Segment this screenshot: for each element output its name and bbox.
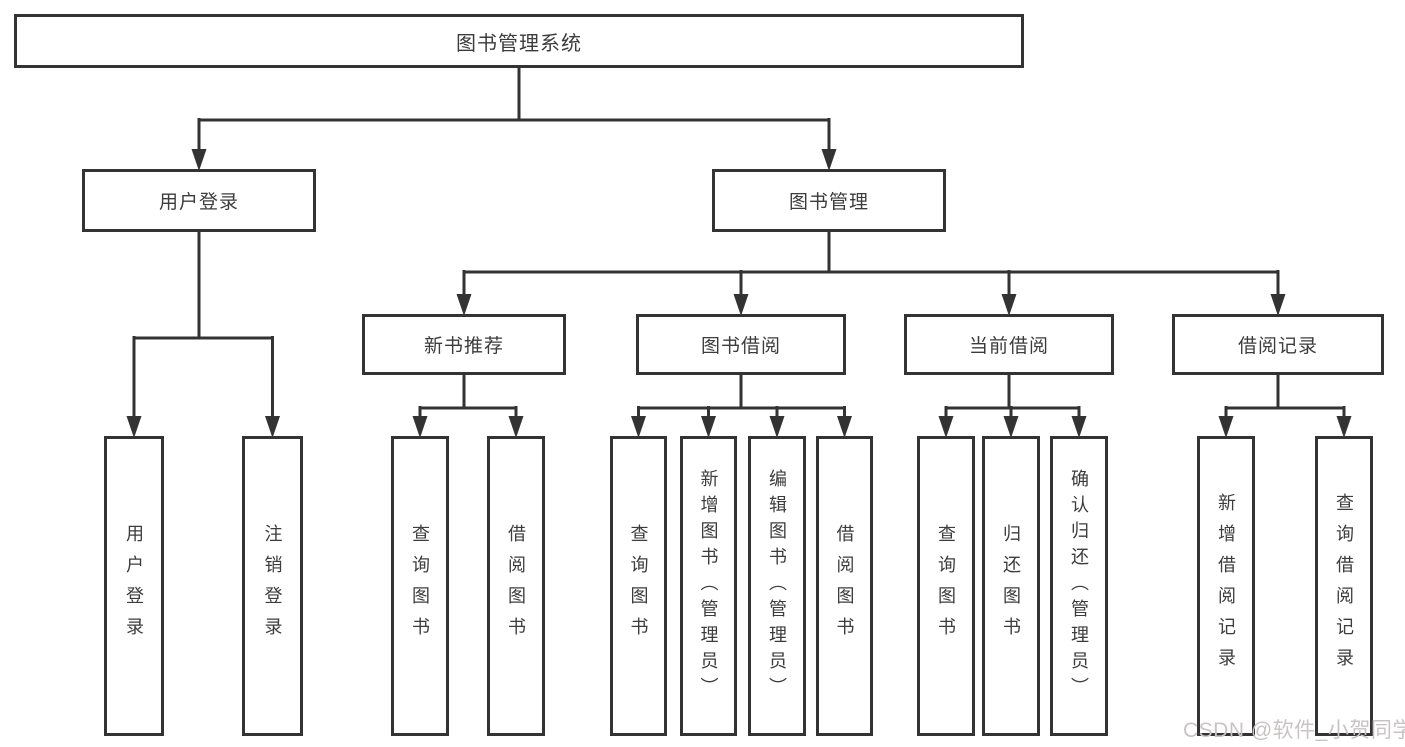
leaf-edit-books-admin: 编辑图书（管理员） (748, 436, 806, 736)
arrowheads-user-login-children (126, 416, 280, 438)
leaf-logout: 注销登录 (242, 436, 303, 736)
node-label: 图书管理 (788, 192, 869, 213)
node-label: 图书管理系统 (456, 32, 582, 55)
arrowheads-borrow-records-children (1218, 416, 1352, 438)
node-label: 查询图书 (628, 524, 649, 648)
node-label: 编辑图书（管理员） (767, 469, 787, 703)
arrowheads-current-borrow-children (938, 416, 1087, 438)
node-label: 用户登录 (158, 192, 239, 213)
node-label: 新增借阅记录 (1216, 493, 1236, 679)
leaf-query-books: 查询图书 (917, 436, 975, 736)
node-label: 用户登录 (124, 524, 144, 648)
node-label: 归还图书 (1001, 524, 1021, 648)
leaf-add-books-admin: 新增图书（管理员） (680, 436, 737, 736)
leaf-user-login: 用户登录 (104, 436, 164, 736)
node-label: 新书推荐 (423, 336, 504, 357)
leaf-borrow-books: 借阅图书 (816, 436, 873, 736)
node-label: 借阅图书 (506, 524, 526, 648)
node-current-borrowing: 当前借阅 (904, 314, 1114, 375)
connector-new-book-rec-children (418, 373, 518, 419)
connector-user-login-children (132, 230, 274, 419)
csdn-watermark: CSDN @软件_小贺同学 (1183, 719, 1405, 742)
node-label: 新增图书（管理员） (698, 469, 719, 703)
leaf-query-books: 查询图书 (391, 436, 449, 736)
node-label: 借阅图书 (834, 524, 855, 648)
leaf-confirm-return-admin: 确认归还（管理员） (1050, 436, 1108, 736)
leaf-return-books: 归还图书 (982, 436, 1040, 736)
arrowheads-new-book-rec-children (412, 416, 524, 438)
connector-book-mgmt-children (462, 230, 1280, 297)
connector-root-to-level2 (197, 68, 831, 152)
arrowheads-book-borrow-children (631, 416, 852, 438)
node-library-system: 图书管理系统 (14, 14, 1024, 68)
arrowheads-book-mgmt-children (456, 294, 1286, 316)
leaf-query-borrow-record: 查询借阅记录 (1315, 436, 1373, 736)
node-label: 确认归还（管理员） (1069, 469, 1089, 703)
node-label: 查询图书 (936, 524, 956, 648)
leaf-borrow-books: 借阅图书 (487, 436, 545, 736)
node-new-book-recommendation: 新书推荐 (362, 314, 566, 375)
node-label: 图书借阅 (700, 336, 781, 357)
connector-current-borrow-children (944, 373, 1081, 419)
node-borrowing-records: 借阅记录 (1172, 314, 1384, 375)
node-label: 当前借阅 (968, 336, 1049, 357)
node-user-login: 用户登录 (82, 169, 316, 232)
node-label: 借阅记录 (1237, 336, 1318, 357)
node-book-management: 图书管理 (712, 169, 946, 232)
node-book-borrowing: 图书借阅 (636, 314, 846, 375)
node-label: 查询图书 (410, 524, 430, 648)
leaf-add-borrow-record: 新增借阅记录 (1197, 436, 1255, 736)
node-label: 注销登录 (262, 524, 283, 648)
arrowheads-level2 (191, 149, 837, 171)
leaf-query-books: 查询图书 (610, 436, 667, 736)
connector-borrow-records-children (1224, 373, 1346, 419)
connector-book-borrow-children (637, 373, 846, 419)
node-label: 查询借阅记录 (1334, 493, 1354, 679)
